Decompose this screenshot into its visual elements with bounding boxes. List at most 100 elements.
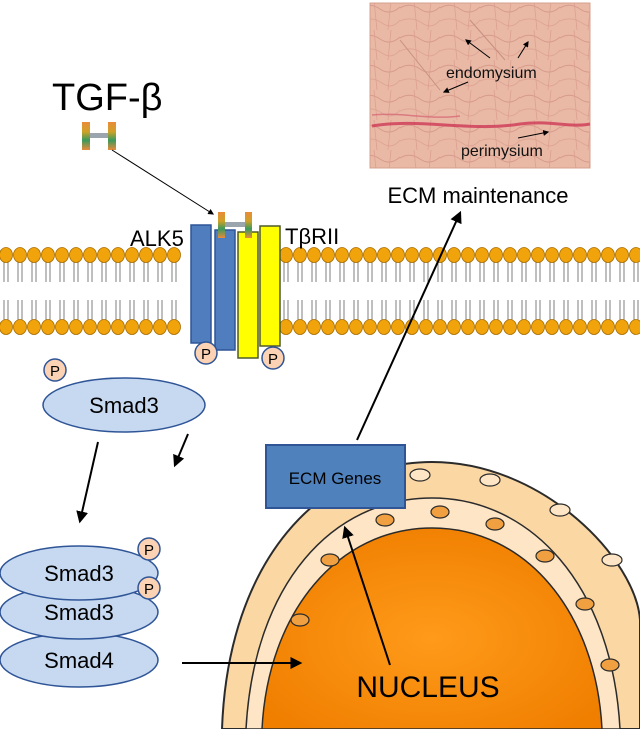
- lipid-head: [545, 319, 559, 335]
- transcription-arrow: [342, 525, 391, 666]
- perimysium-label: perimysium: [461, 143, 543, 160]
- lipid-head: [545, 247, 559, 263]
- smad3-lower-label: Smad3: [44, 600, 114, 625]
- smad3-upper-label: Smad3: [44, 561, 114, 586]
- phospho-smad3: [43, 358, 67, 382]
- lipid-head: [405, 247, 419, 263]
- lipid-head: [111, 247, 125, 263]
- nuclear-pore: [375, 513, 395, 527]
- cell-membrane: [0, 247, 640, 335]
- lipid-head: [279, 319, 293, 335]
- lipid-head: [391, 319, 405, 335]
- lipid-head: [363, 319, 377, 335]
- lipid-head: [447, 247, 461, 263]
- lipid-head: [83, 247, 97, 263]
- lipid-head: [139, 319, 153, 335]
- lipid-head: [13, 247, 27, 263]
- lipid-head: [335, 247, 349, 263]
- activation-arrow: [173, 433, 189, 468]
- ecm-genes-box: ECM Genes: [265, 444, 406, 509]
- lipid-head: [111, 319, 125, 335]
- lipid-head: [335, 319, 349, 335]
- lipid-head: [349, 247, 363, 263]
- lipid-head: [377, 319, 391, 335]
- phospho-smad3-upper: [137, 537, 161, 561]
- lipid-head: [433, 319, 447, 335]
- alk5-label: ALK5: [130, 226, 184, 251]
- lipid-head: [349, 319, 363, 335]
- perimysium-pointer: [517, 129, 550, 139]
- lipid-head: [69, 247, 83, 263]
- lipid-head: [391, 247, 405, 263]
- lipid-head: [125, 319, 139, 335]
- lipid-head: [153, 319, 167, 335]
- lipid-head: [321, 247, 335, 263]
- lipid-head: [601, 247, 615, 263]
- smad3-free: Smad3 P: [42, 358, 206, 433]
- lipid-head: [461, 319, 475, 335]
- nucleoplasm: [261, 527, 603, 729]
- lipid-head: [615, 319, 629, 335]
- lipid-head: [475, 247, 489, 263]
- lipid-head: [531, 319, 545, 335]
- lipid-head: [293, 319, 307, 335]
- svg-text:P: P: [144, 581, 154, 598]
- nucleus-label: NUCLEUS: [356, 671, 499, 704]
- lipid-head: [167, 247, 181, 263]
- smad-complex: Smad4 Smad3 Smad3 P P: [0, 537, 161, 688]
- alk5-receptor-b: [214, 229, 236, 351]
- svg-text:P: P: [201, 346, 211, 363]
- phospho-tbrii: P: [261, 346, 285, 370]
- lipid-head: [55, 247, 69, 263]
- nuclear-pores: [290, 468, 623, 672]
- lipid-head: [601, 319, 615, 335]
- lipid-head: [307, 247, 321, 263]
- lipid-head: [573, 247, 587, 263]
- lipid-head: [629, 247, 640, 263]
- lipid-head: [363, 247, 377, 263]
- ecm-genes-label: ECM Genes: [289, 469, 382, 488]
- nuclear-pore: [290, 613, 310, 627]
- lipid-head: [629, 319, 640, 335]
- lipid-head: [419, 247, 433, 263]
- phospho-alk5: P: [194, 341, 218, 365]
- lipid-head: [517, 247, 531, 263]
- envelope-pore: [601, 553, 623, 567]
- lipid-head: [27, 319, 41, 335]
- lipid-head: [97, 319, 111, 335]
- lipid-head: [0, 319, 13, 335]
- lipid-head: [55, 319, 69, 335]
- lipid-head: [461, 247, 475, 263]
- lipid-head: [503, 247, 517, 263]
- lipid-head: [587, 247, 601, 263]
- nuclear-pore: [535, 549, 555, 563]
- nuclear-pore: [320, 553, 340, 567]
- lipid-head: [615, 247, 629, 263]
- tgf-beta-ligand-icon: [82, 122, 116, 150]
- envelope-pore: [549, 503, 571, 517]
- phospho-smad3-lower: [137, 576, 161, 600]
- lipid-head: [517, 319, 531, 335]
- tbrii-receptor-a: [237, 231, 259, 359]
- lipid-head: [41, 247, 55, 263]
- endomysium-pointer-3: [442, 81, 469, 93]
- lipid-head: [97, 247, 111, 263]
- lipid-head: [0, 247, 13, 263]
- nucleus: NUCLEUS: [220, 460, 640, 729]
- lipid-head: [419, 319, 433, 335]
- ecm-maintenance-label: ECM maintenance: [388, 183, 569, 208]
- lipid-head: [531, 247, 545, 263]
- lipid-head: [83, 319, 97, 335]
- lipid-head: [41, 319, 55, 335]
- lipid-head: [489, 319, 503, 335]
- svg-text:P: P: [144, 542, 154, 559]
- lipid-head: [587, 319, 601, 335]
- lipid-head: [475, 319, 489, 335]
- lipid-head: [167, 319, 181, 335]
- lipid-head: [125, 247, 139, 263]
- lipid-head: [321, 319, 335, 335]
- nuclear-pore: [485, 517, 505, 531]
- lipid-head: [559, 247, 573, 263]
- lipid-head: [69, 319, 83, 335]
